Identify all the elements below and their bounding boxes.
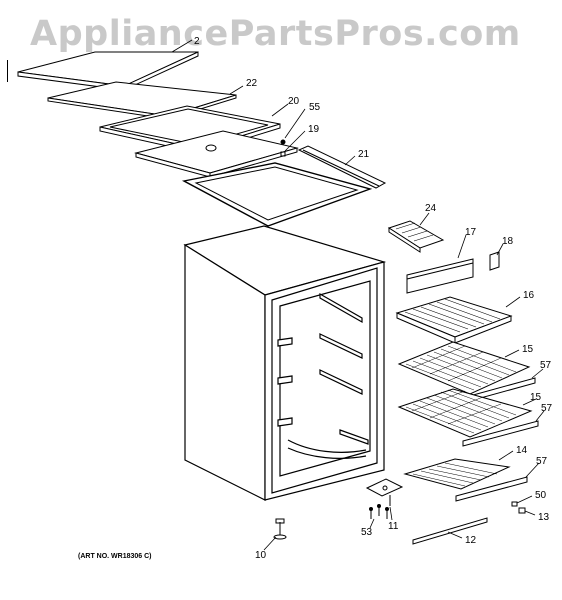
- callout-53: 53: [361, 527, 373, 538]
- callout-11: 11: [388, 521, 399, 532]
- part-screws: [369, 504, 389, 519]
- part-wire-shelf-lower: [397, 388, 533, 438]
- callout-21: 21: [358, 149, 370, 160]
- part-liner-top: [181, 162, 373, 227]
- watermark: AppliancePartsPros.com: [30, 14, 521, 54]
- callout-55: 55: [309, 102, 321, 113]
- callout-15-upper: 15: [522, 344, 534, 355]
- part-clip: [489, 251, 500, 271]
- callout-12: 12: [465, 535, 477, 546]
- callout-labels: 2 22 20 55 19 21 24 17 18 16 15 57 15 57…: [194, 36, 553, 561]
- part-rail: [297, 145, 387, 189]
- part-leveling-leg: [273, 518, 287, 540]
- callout-17: 17: [465, 227, 477, 238]
- callout-57-middle: 57: [541, 403, 553, 414]
- part-shelf-trim-bottom: [455, 476, 528, 502]
- callout-18: 18: [502, 236, 514, 247]
- callout-24: 24: [425, 203, 437, 214]
- callout-20: 20: [288, 96, 300, 107]
- callout-57-upper: 57: [540, 360, 552, 371]
- part-front-rail: [406, 258, 474, 294]
- leader-lines: [171, 39, 545, 551]
- part-shelf-trim-lower: [462, 420, 539, 447]
- callout-2: 2: [194, 36, 200, 47]
- part-screw-50: [511, 501, 518, 507]
- part-cabinet: [183, 225, 387, 501]
- art-number: (ART NO. WR18306 C): [78, 553, 152, 560]
- callout-16: 16: [523, 290, 535, 301]
- callout-50: 50: [535, 490, 547, 501]
- part-shelf-16: [395, 296, 513, 344]
- part-top-panel: [17, 51, 199, 91]
- callout-15-lower: 15: [530, 392, 542, 403]
- part-wire-shelf-bottom: [403, 458, 511, 490]
- part-trim-strip: [412, 517, 488, 545]
- callout-22: 22: [246, 78, 258, 89]
- callout-19: 19: [308, 124, 320, 135]
- part-hinge: [365, 478, 404, 506]
- part-ice-tray: [387, 220, 445, 253]
- edge-mark: [7, 60, 8, 82]
- callout-14: 14: [516, 445, 528, 456]
- part-wire-shelf-upper: [397, 341, 531, 395]
- callout-57-lower: 57: [536, 456, 548, 467]
- callout-10: 10: [255, 550, 267, 561]
- callout-13: 13: [538, 512, 550, 523]
- part-cap-13: [518, 507, 526, 514]
